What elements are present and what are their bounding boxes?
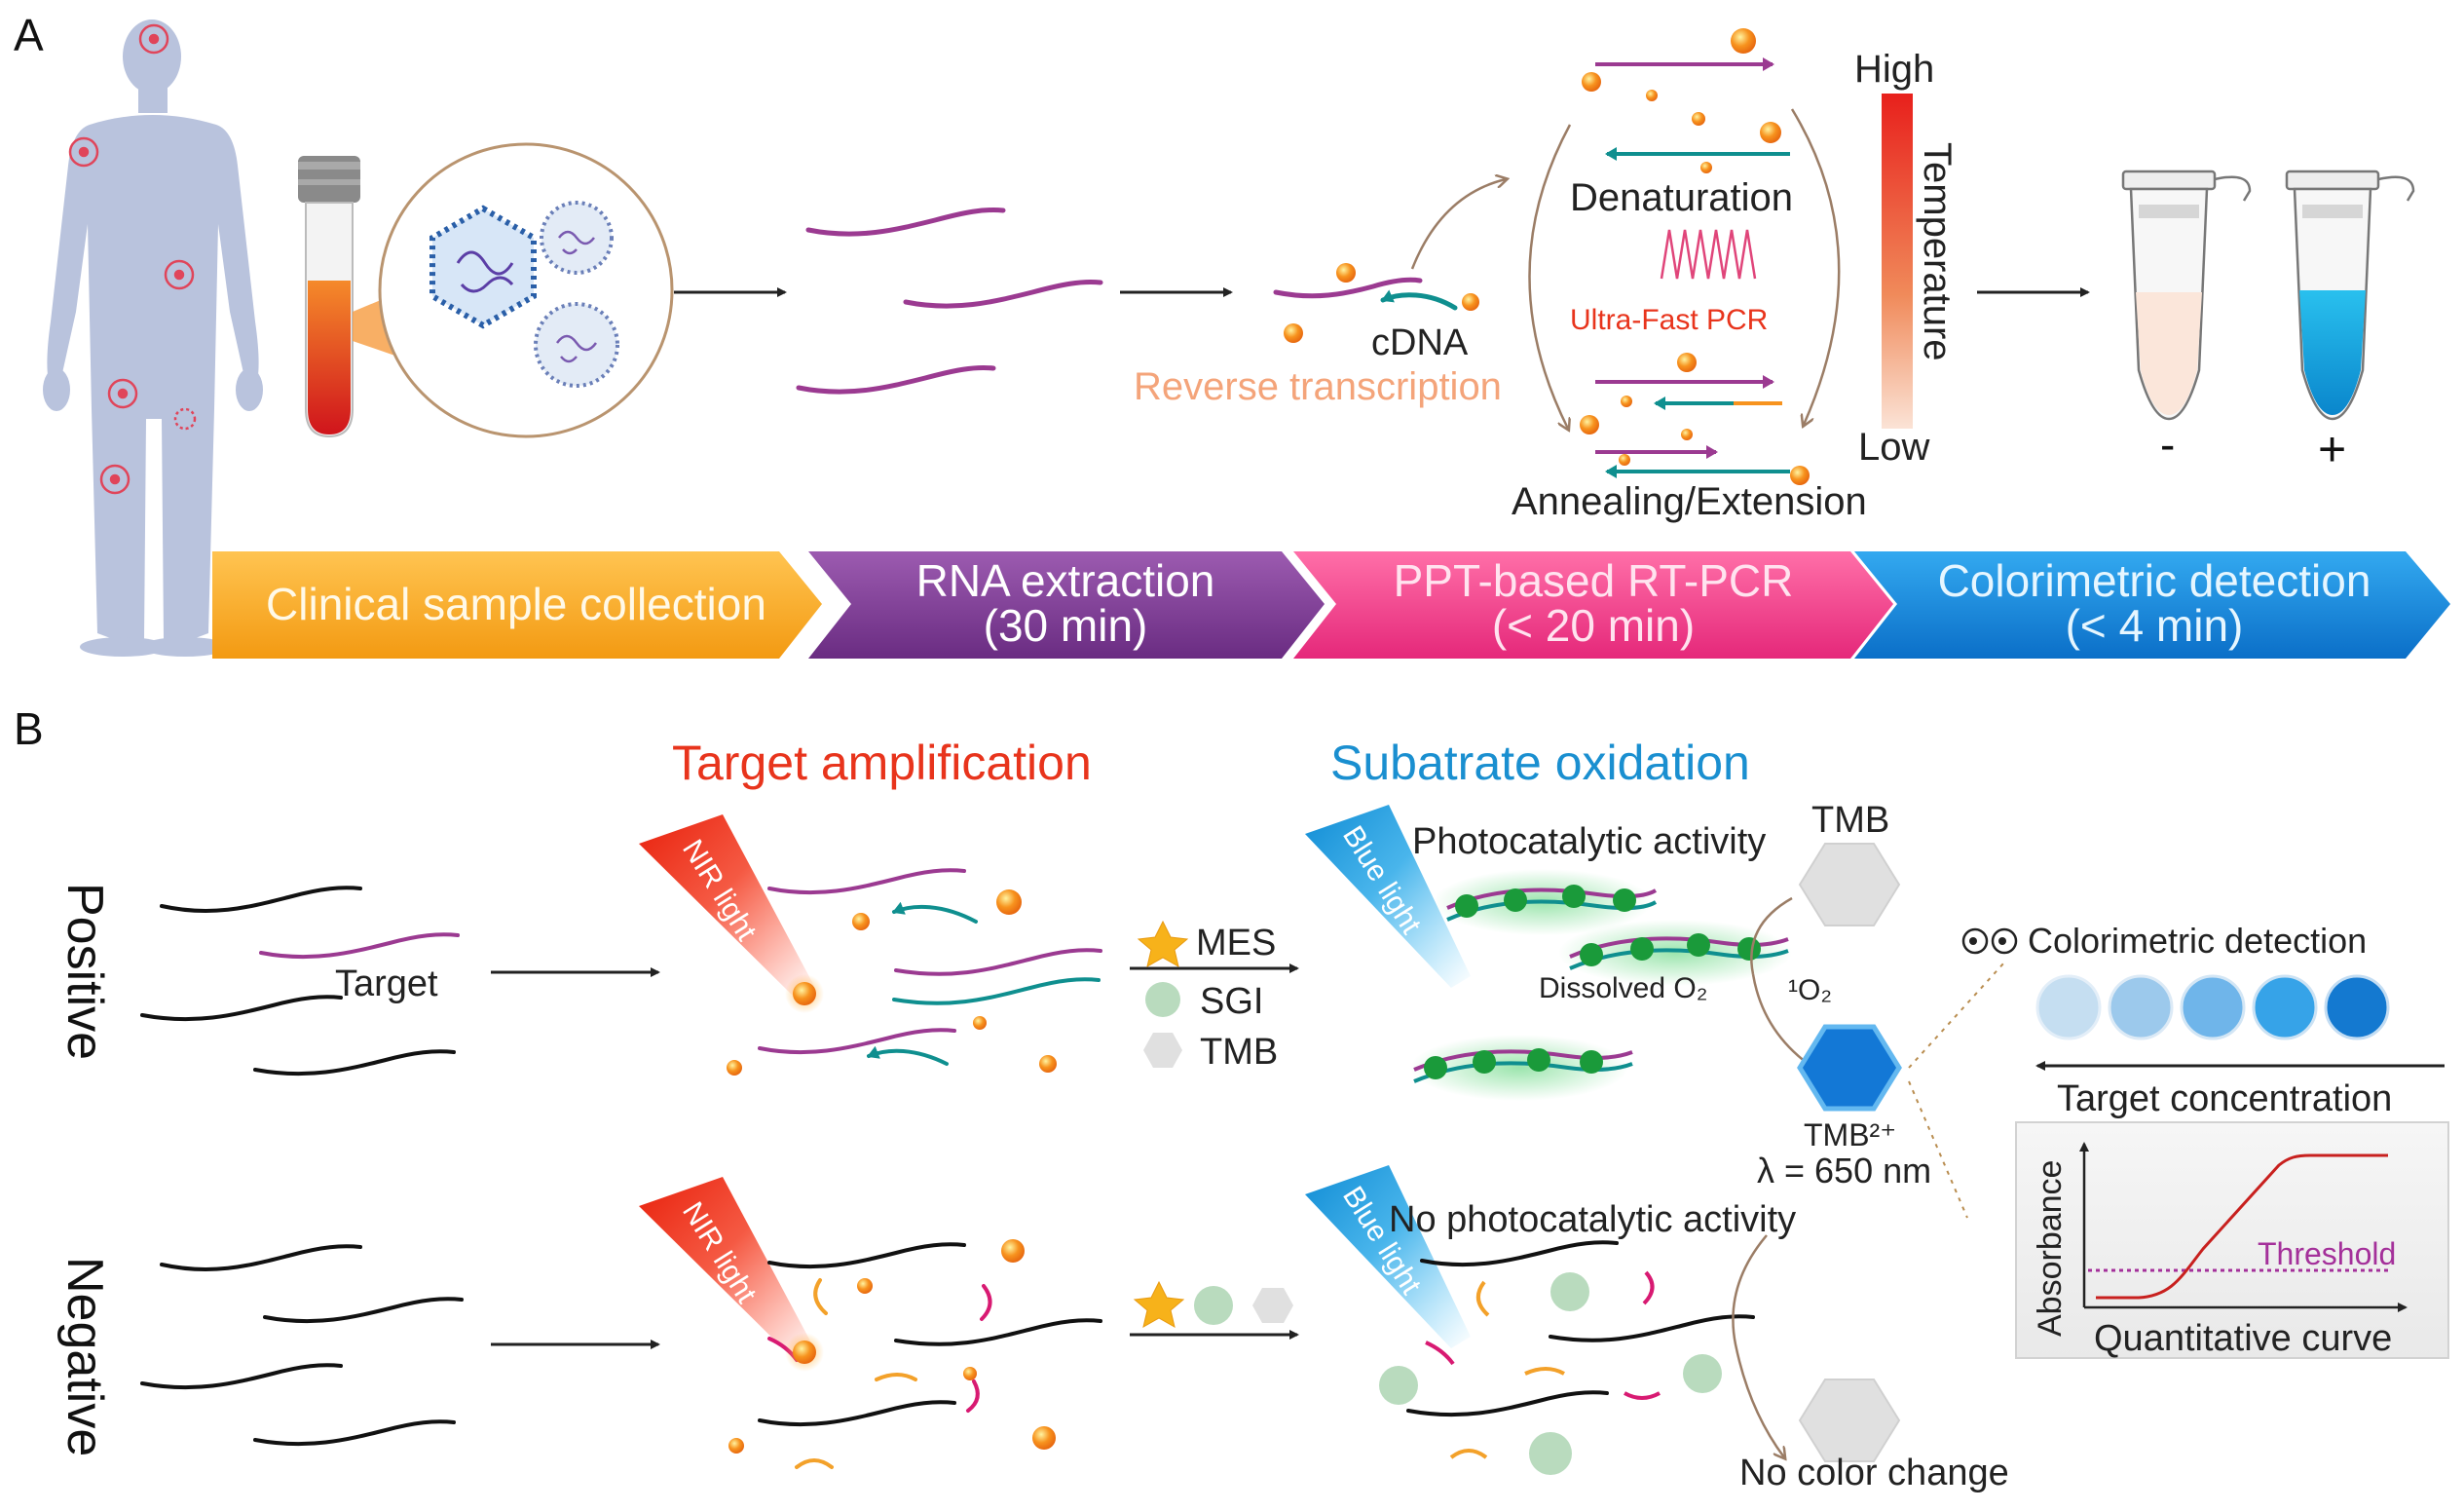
no-photocatalytic-activity-label: No photocatalytic activity xyxy=(1389,1199,1796,1240)
tmb-top-label: TMB xyxy=(1811,800,1889,841)
mes-star-icon xyxy=(1137,920,1189,967)
negative-nanoparticles xyxy=(728,1239,1056,1454)
step-detection-label: Colorimetric detection xyxy=(1938,555,2371,606)
temperature-gradient-bar xyxy=(1882,94,1913,429)
target-concentration-label: Target concentration xyxy=(2057,1078,2392,1119)
color-gradient-dots xyxy=(2035,974,2390,1040)
rna-strands xyxy=(796,208,1103,395)
duplex-with-beads xyxy=(1434,869,1658,935)
sgi-circle-icon xyxy=(1194,1286,1233,1325)
virus-small-icon xyxy=(540,201,614,275)
cdna-label: cDNA xyxy=(1371,322,1469,363)
no-change-arrow xyxy=(1732,1234,1784,1457)
nir-light-beam-icon xyxy=(639,1177,814,1360)
substrate-oxidation-title: Subatrate oxidation xyxy=(1330,736,1750,790)
mes-star-icon xyxy=(1133,1280,1185,1328)
absorbance-axis-label: Absorbance xyxy=(2032,1160,2069,1337)
gold-nanoparticles xyxy=(1580,28,1810,485)
duplex-with-beads xyxy=(1558,920,1792,986)
quantitative-curve-box xyxy=(2015,1121,2449,1359)
panel-a-letter: A xyxy=(14,10,44,60)
temperature-high-label: High xyxy=(1854,48,1934,91)
oxidation-arrow-1 xyxy=(1750,896,1793,975)
tmb2-oxidized-hexagon-icon xyxy=(1797,1024,1902,1112)
tube-negative-label: - xyxy=(2160,419,2175,470)
step-sample-label: Clinical sample collection xyxy=(266,579,766,629)
step-banner-detection xyxy=(1854,551,2450,659)
infection-site-markers xyxy=(68,23,197,495)
no-color-change-label: No color change xyxy=(1739,1453,2009,1493)
row-negative-label: Negative xyxy=(56,1257,113,1456)
legend-mes-label: MES xyxy=(1196,923,1276,963)
reverse-transcription-scheme xyxy=(1273,179,1506,343)
positive-amplicons xyxy=(758,868,1102,1066)
dotted-connector xyxy=(1908,1080,1968,1219)
tmb2-label: TMB²⁺ xyxy=(1804,1117,1896,1152)
positive-input-strands xyxy=(140,886,460,1077)
quantitative-curve-label: Quantitative curve xyxy=(2094,1318,2392,1359)
nir-light-beam-icon xyxy=(639,814,814,998)
temperature-axis-label: Temperature xyxy=(1916,142,1959,361)
sgi-circle-icon xyxy=(1145,982,1180,1017)
blue-light-beam-icon xyxy=(1305,805,1471,988)
temperature-low-label: Low xyxy=(1858,426,1929,469)
tube-negative-icon xyxy=(2121,170,2252,421)
quantitative-curve-line xyxy=(2096,1153,2388,1300)
row-positive-label: Positive xyxy=(56,883,113,1060)
target-label: Target xyxy=(335,963,438,1004)
step-banner-sample xyxy=(212,551,822,659)
sgi-bound-duplexes xyxy=(1410,869,1792,1101)
tmb-hexagon-icon xyxy=(1143,1033,1182,1068)
target-amplification-title: Target amplification xyxy=(672,736,1092,790)
negative-free-components xyxy=(1379,1240,1755,1475)
tube-positive-icon xyxy=(2285,170,2415,421)
positive-nanoparticles xyxy=(727,889,1057,1076)
ultra-fast-pcr-label: Ultra-Fast PCR xyxy=(1570,304,1768,336)
step-pcr-label: PPT-based RT-PCR xyxy=(1394,555,1794,606)
step-banner-rna xyxy=(808,551,1325,659)
legend-sgi-label: SGI xyxy=(1200,981,1263,1022)
negative-input-strands xyxy=(140,1244,464,1447)
reverse-transcription-label: Reverse transcription xyxy=(1134,365,1502,408)
step-pcr-time: (< 20 min) xyxy=(1492,600,1695,651)
step-rna-time: (30 min) xyxy=(984,600,1148,651)
threshold-label: Threshold xyxy=(2258,1236,2396,1271)
step-rna-label: RNA extraction xyxy=(916,555,1215,606)
photocatalytic-activity-label: Photocatalytic activity xyxy=(1412,821,1766,862)
blue-light-beam-icon xyxy=(1305,1165,1471,1348)
legend-tmb-label: TMB xyxy=(1200,1032,1278,1073)
tube-positive-label: + xyxy=(2318,422,2346,476)
annealing-extension-label: Annealing/Extension xyxy=(1512,480,1867,523)
tmb-hexagon-icon xyxy=(1252,1288,1293,1323)
workflow-steps xyxy=(212,551,2450,659)
pcr-cycle xyxy=(1528,28,1841,485)
blood-sample-tube-icon xyxy=(298,156,409,438)
virus-magnified-circle xyxy=(378,142,674,438)
panel-b-letter: B xyxy=(14,703,44,754)
denaturation-label: Denaturation xyxy=(1570,176,1793,219)
step-detection-time: (< 4 min) xyxy=(2066,600,2244,651)
tmb-unchanged-hexagon-icon xyxy=(1798,1379,1901,1462)
colorimetric-detection-label: Colorimetric detection xyxy=(2028,921,2367,961)
lambda-label: λ = 650 nm xyxy=(1757,1151,1931,1190)
step-banner-pcr xyxy=(1293,551,1893,659)
duplex-with-beads xyxy=(1410,1035,1633,1101)
dotted-connector xyxy=(1908,962,2005,1069)
virus-large-icon xyxy=(429,205,537,329)
virus-small-icon xyxy=(534,302,619,388)
tmb-hexagon-large-icon xyxy=(1798,843,1901,926)
human-silhouette-icon xyxy=(43,19,263,657)
eyes-icon xyxy=(1961,927,2018,955)
dissolved-o2-label: Dissolved O₂ xyxy=(1539,972,1707,1004)
singlet-o2-label: ¹O₂ xyxy=(1788,974,1832,1006)
